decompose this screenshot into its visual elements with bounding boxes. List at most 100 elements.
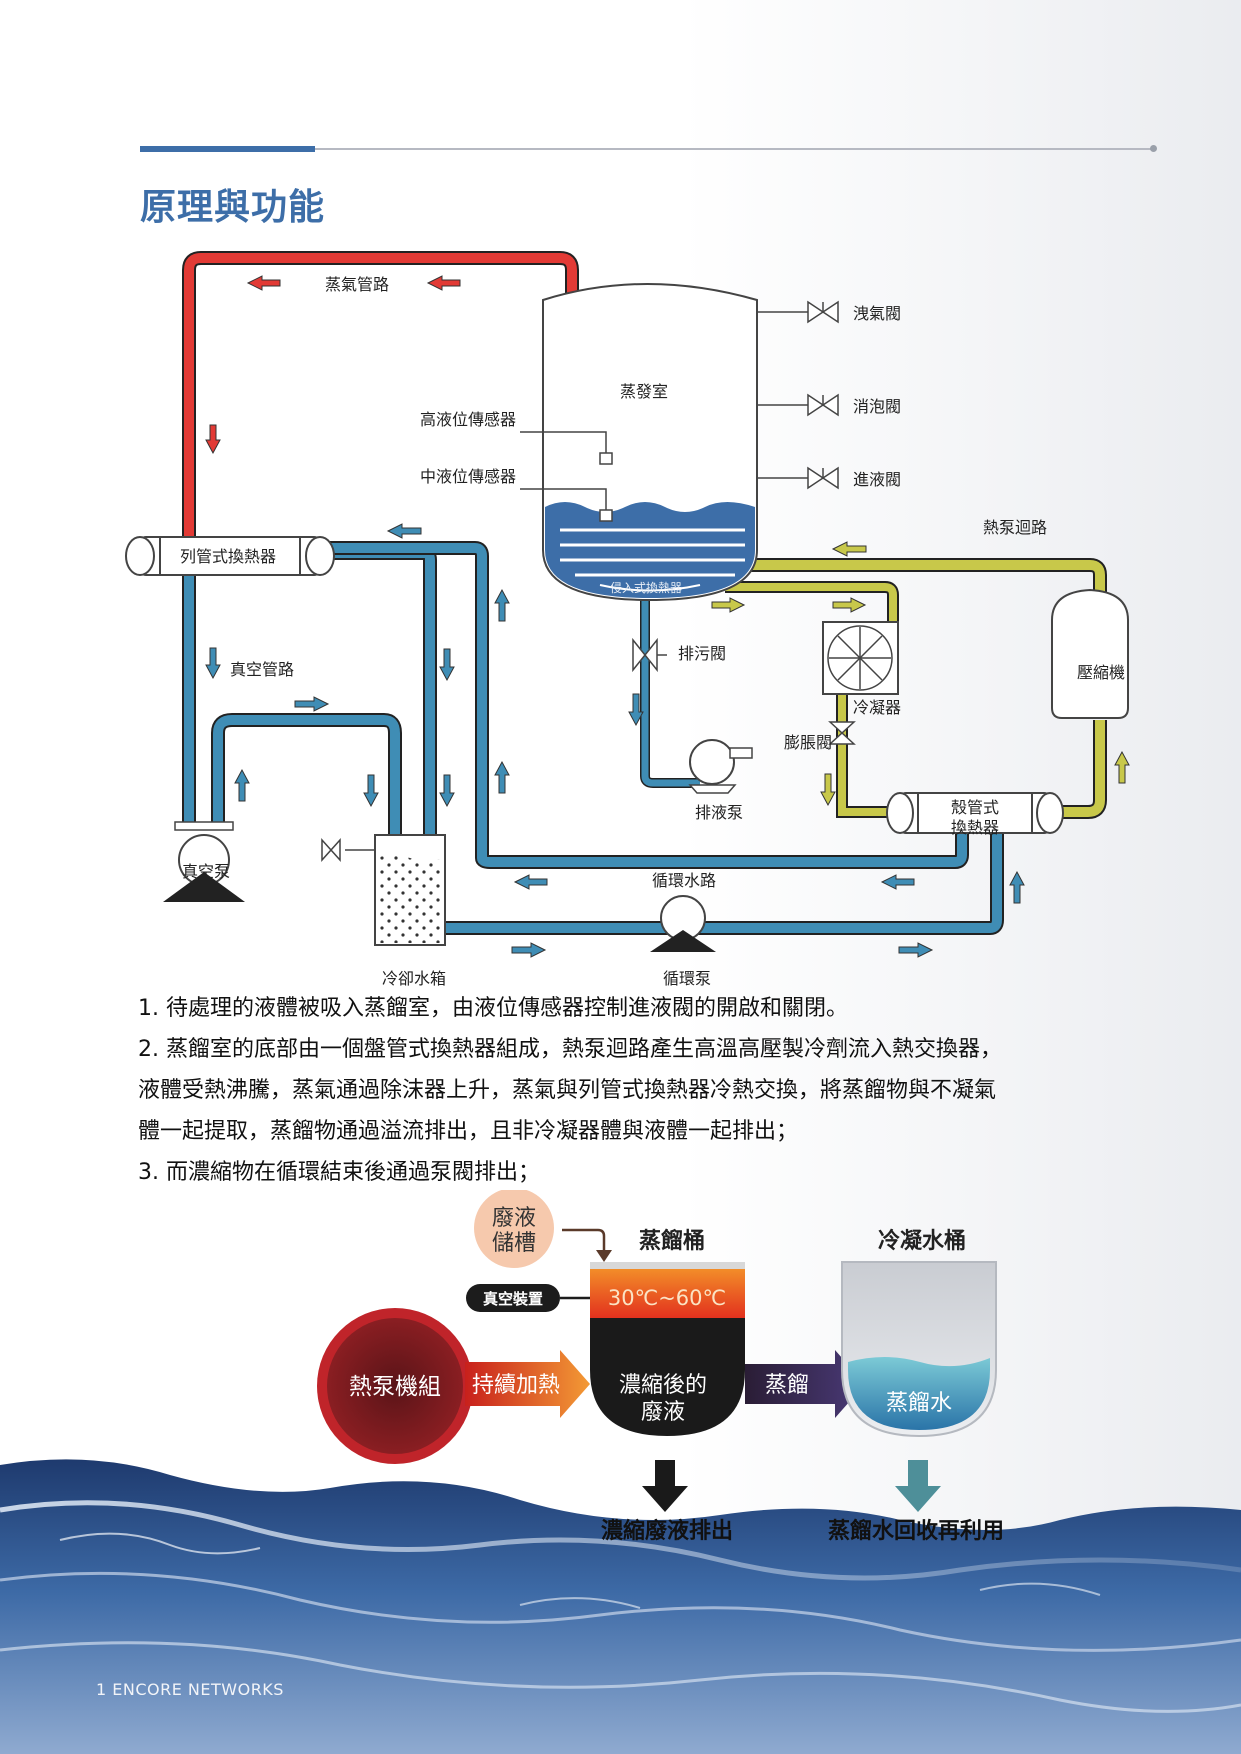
arrow-down-icon [205, 647, 221, 680]
label-circulation-loop: 循環水路 [652, 871, 716, 890]
label-high-level-sensor: 高液位傳感器 [420, 410, 516, 429]
label-drain-valve: 排污閥 [678, 644, 726, 663]
label-vacuum-pump: 真空泵 [182, 862, 230, 881]
level-sensors [520, 431, 613, 522]
arrow-down-icon [642, 1460, 688, 1512]
arrow-right-icon [898, 942, 934, 958]
label-immersion-exchanger: 侵入式換熱器 [610, 580, 682, 595]
label-circulation-pump: 循環泵 [663, 969, 711, 988]
process-illustration: 廢液 儲槽 蒸餾桶 冷凝水桶 真空裝置 30℃~60℃ 濃縮後的 廢液 熱泵機組… [0, 1190, 1241, 1754]
condensate-bucket-label: 冷凝水桶 [878, 1228, 966, 1254]
expansion-valve-icon [828, 721, 856, 745]
flow-arrows [205, 275, 1130, 958]
distillation-bucket: 30℃~60℃ 濃縮後的 廢液 [590, 1262, 745, 1436]
waste-tank: 廢液 儲槽 [474, 1190, 612, 1268]
header-rule-end-dot [1150, 145, 1157, 152]
temperature-label: 30℃~60℃ [608, 1286, 726, 1310]
system-diagram: 蒸氣管路 蒸發室 高液位傳感器 中液位傳感器 洩氣閥 消泡閥 進液閥 熱泵迴路 … [125, 251, 1130, 988]
label-feed-valve: 進液閥 [853, 470, 901, 489]
arrow-right-icon [832, 597, 867, 613]
header-rule-accent [140, 146, 315, 152]
recycle-label: 蒸餾水回收再利用 [828, 1518, 1004, 1544]
concentrate-discharge-label: 濃縮廢液排出 [601, 1518, 733, 1544]
arrow-right-icon [711, 597, 746, 613]
label-shell-exchanger-line1: 殼管式 [951, 798, 999, 817]
description: 1. 待處理的液體被吸入蒸餾室，由液位傳感器控制進液閥的開啟和關閉。 2. 蒸餾… [138, 988, 1138, 1193]
label-vent-valve: 洩氣閥 [853, 304, 901, 323]
steam-pipe [182, 251, 579, 545]
discharge-pump-icon [688, 739, 753, 794]
immersion-coil [560, 528, 745, 577]
label-shell-exchanger-line2: 換熱器 [951, 818, 999, 837]
continuous-heating-arrow: 持續加熱 [465, 1350, 590, 1418]
arrow-left-icon [246, 275, 461, 291]
arrow-down-icon [895, 1460, 941, 1512]
label-tube-heat-exchanger: 列管式換熱器 [180, 547, 276, 566]
description-line: 3. 而濃縮物在循環結束後通過泵閥排出； [138, 1160, 540, 1185]
feed-valve-icon [807, 466, 839, 490]
vacuum-device: 真空裝置 [466, 1284, 590, 1312]
heat-pump-unit: 熱泵機組 [317, 1308, 473, 1464]
compressor [1051, 588, 1129, 719]
waste-tank-label-line1: 廢液 [492, 1206, 536, 1231]
distill-action-label: 蒸餾 [765, 1373, 809, 1398]
heat-pump-unit-label: 熱泵機組 [349, 1374, 441, 1400]
condensate-bucket: 蒸餾水 [841, 1261, 997, 1438]
arrow-left-icon [880, 874, 915, 890]
vent-valve-icon [807, 300, 839, 324]
condenser [822, 621, 899, 695]
label-steam-pipe: 蒸氣管路 [325, 275, 389, 294]
drain-valve-icon [632, 637, 667, 673]
vacuum-pump [163, 821, 245, 902]
water-pipes [189, 548, 997, 928]
description-line: 體一起提取，蒸餾物通過溢流排出，且非冷凝器體與液體一起排出； [138, 1119, 799, 1144]
header-rule [315, 148, 1153, 150]
label-mid-level-sensor: 中液位傳感器 [420, 467, 516, 486]
concentrate-label-line1: 濃縮後的 [619, 1373, 707, 1398]
arrow-down-icon [205, 424, 221, 455]
distilled-water-label: 蒸餾水 [886, 1391, 952, 1416]
label-vacuum-pipe: 真空管路 [230, 660, 294, 679]
arrow-left-icon [831, 541, 867, 557]
continuous-heating-label: 持續加熱 [472, 1373, 560, 1398]
description-line: 1. 待處理的液體被吸入蒸餾室，由液位傳感器控制進液閥的開啟和關閉。 [138, 996, 848, 1021]
arrow-down-icon [439, 648, 455, 682]
arrow-down-icon [820, 773, 836, 807]
arrow-right-icon [511, 942, 547, 958]
arrow-right-icon [294, 696, 330, 712]
circulation-pump [650, 895, 716, 952]
label-cooling-tank: 冷卻水箱 [382, 969, 446, 988]
arrow-up-icon [1114, 750, 1130, 784]
arrow-down-icon [596, 1250, 612, 1262]
arrow-down-icon [363, 774, 379, 808]
chamber-valves [757, 300, 839, 490]
waste-tank-label-line2: 儲槽 [492, 1231, 536, 1256]
label-compressor: 壓縮機 [1077, 663, 1125, 682]
evaporation-chamber [542, 283, 758, 602]
footer-brand: 1 ENCORE NETWORKS [96, 1680, 284, 1699]
vacuum-device-label: 真空裝置 [483, 1290, 543, 1308]
distill-arrow: 蒸餾 [745, 1350, 865, 1418]
shell-tube-exchanger [886, 792, 1064, 834]
label-heat-pump-loop: 熱泵迴路 [983, 518, 1047, 537]
refrigerant-pipes [725, 565, 1100, 812]
tank-valve-icon [321, 838, 341, 862]
tube-heat-exchanger [125, 536, 335, 576]
page-title: 原理與功能 [140, 187, 326, 228]
label-defoam-valve: 消泡閥 [853, 397, 901, 416]
label-evaporation-chamber: 蒸發室 [620, 382, 668, 401]
distill-bucket-label: 蒸餾桶 [639, 1228, 705, 1254]
description-line: 液體受熱沸騰，蒸氣通過除沫器上升，蒸氣與列管式換熱器冷熱交換，將蒸餾物與不凝氣 [138, 1078, 997, 1103]
arrow-down-icon [628, 693, 644, 727]
label-expansion-valve: 膨脹閥 [784, 733, 832, 752]
label-condenser: 冷凝器 [853, 698, 901, 717]
arrow-left-icon [386, 523, 422, 539]
cooling-tank [321, 834, 446, 946]
water-wave-background [0, 1459, 1241, 1754]
arrow-up-icon [234, 768, 250, 802]
description-line: 2. 蒸餾室的底部由一個盤管式換熱器組成，熱泵迴路產生高溫高壓製冷劑流入熱交換器… [138, 1037, 1002, 1062]
arrow-up-icon [494, 760, 510, 794]
arrow-up-icon [1009, 870, 1025, 904]
arrow-up-icon [494, 588, 510, 622]
arrow-down-icon [439, 774, 455, 808]
